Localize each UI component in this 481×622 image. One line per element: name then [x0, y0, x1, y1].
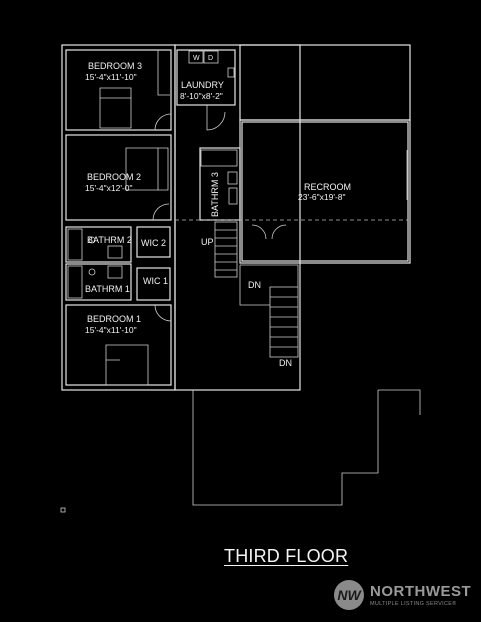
stairs-down [269, 286, 299, 358]
bedroom3-name: BEDROOM 3 [88, 61, 142, 71]
bedroom2-name: BEDROOM 2 [87, 172, 141, 182]
northwest-mls-logo: NW NORTHWEST MULTIPLE LISTING SERVICE® [334, 580, 474, 612]
laundry-door [206, 105, 226, 131]
bathroom2-name: BATHRM 2 [87, 235, 132, 245]
recroom-name: RECROOM [304, 182, 351, 192]
bathroom3-toilet [227, 171, 238, 185]
wic1-room [136, 267, 171, 301]
bedroom1-name: BEDROOM 1 [87, 314, 141, 324]
bathroom3-tub [200, 149, 238, 167]
bathroom1-name: BATHRM 1 [85, 284, 130, 294]
exterior-wall-top-right [239, 44, 411, 121]
bedroom2-door [152, 203, 170, 221]
washer [188, 50, 204, 64]
stair-landing [239, 264, 299, 306]
bathroom1-vanity [107, 265, 123, 279]
bathroom2-tub [67, 228, 83, 261]
bathroom1-room [65, 263, 132, 301]
dn-bottom-label: DN [279, 358, 292, 368]
laundry-room [176, 49, 236, 106]
lower-floor-outline-right [378, 389, 421, 415]
up-label: UP [201, 237, 214, 247]
logo-subtitle: MULTIPLE LISTING SERVICE® [370, 601, 457, 607]
exterior-wall [61, 44, 176, 391]
bedroom3-bed [99, 87, 132, 129]
marker-square [60, 507, 66, 513]
bedroom3-dims: 15'-4"x11'-10" [85, 72, 137, 82]
bedroom1-bed [105, 344, 149, 386]
dryer-label: D [208, 55, 213, 62]
laundry-dims: 8'-10"x8'-2" [180, 91, 223, 101]
bedroom3-closet [157, 50, 170, 96]
logo-mark-icon: NW [334, 580, 364, 610]
recroom-double-door [251, 224, 287, 240]
wic2-room [136, 226, 171, 258]
bedroom2-bed [125, 147, 169, 191]
bedroom2-dims: 15'-4"x12'-0" [85, 183, 133, 193]
wic1-name: WIC 1 [143, 276, 168, 286]
washer-label: W [193, 55, 200, 62]
laundry-sink [227, 67, 235, 78]
dryer [203, 50, 219, 64]
logo-name: NORTHWEST [370, 583, 472, 600]
dn-top-label: DN [248, 280, 261, 290]
stairs-up [214, 221, 238, 278]
lower-floor-outline [192, 390, 379, 506]
bedroom1-door [154, 304, 172, 322]
bathroom2-vanity [107, 245, 123, 259]
bathroom1-tub [67, 265, 83, 299]
exterior-wall-center [174, 44, 301, 391]
bedroom3-door [154, 113, 172, 131]
floor-title: THIRD FLOOR [224, 546, 349, 566]
bathroom3-vanity [228, 187, 238, 205]
bathroom1-sink [88, 268, 96, 276]
bathroom2-sink [88, 236, 96, 244]
recroom-dims: 23'-6"x19'-8" [298, 192, 346, 202]
wic2-name: WIC 2 [141, 238, 166, 248]
bathroom2-room [65, 226, 132, 263]
bathroom3-name: BATHRM 3 [210, 172, 220, 217]
laundry-name: LAUNDRY [181, 80, 224, 90]
recroom-room [241, 121, 409, 262]
bedroom2-room [65, 134, 172, 221]
bedroom3-room [65, 49, 172, 131]
bedroom1-dims: 15'-4"x11'-10" [85, 325, 137, 335]
